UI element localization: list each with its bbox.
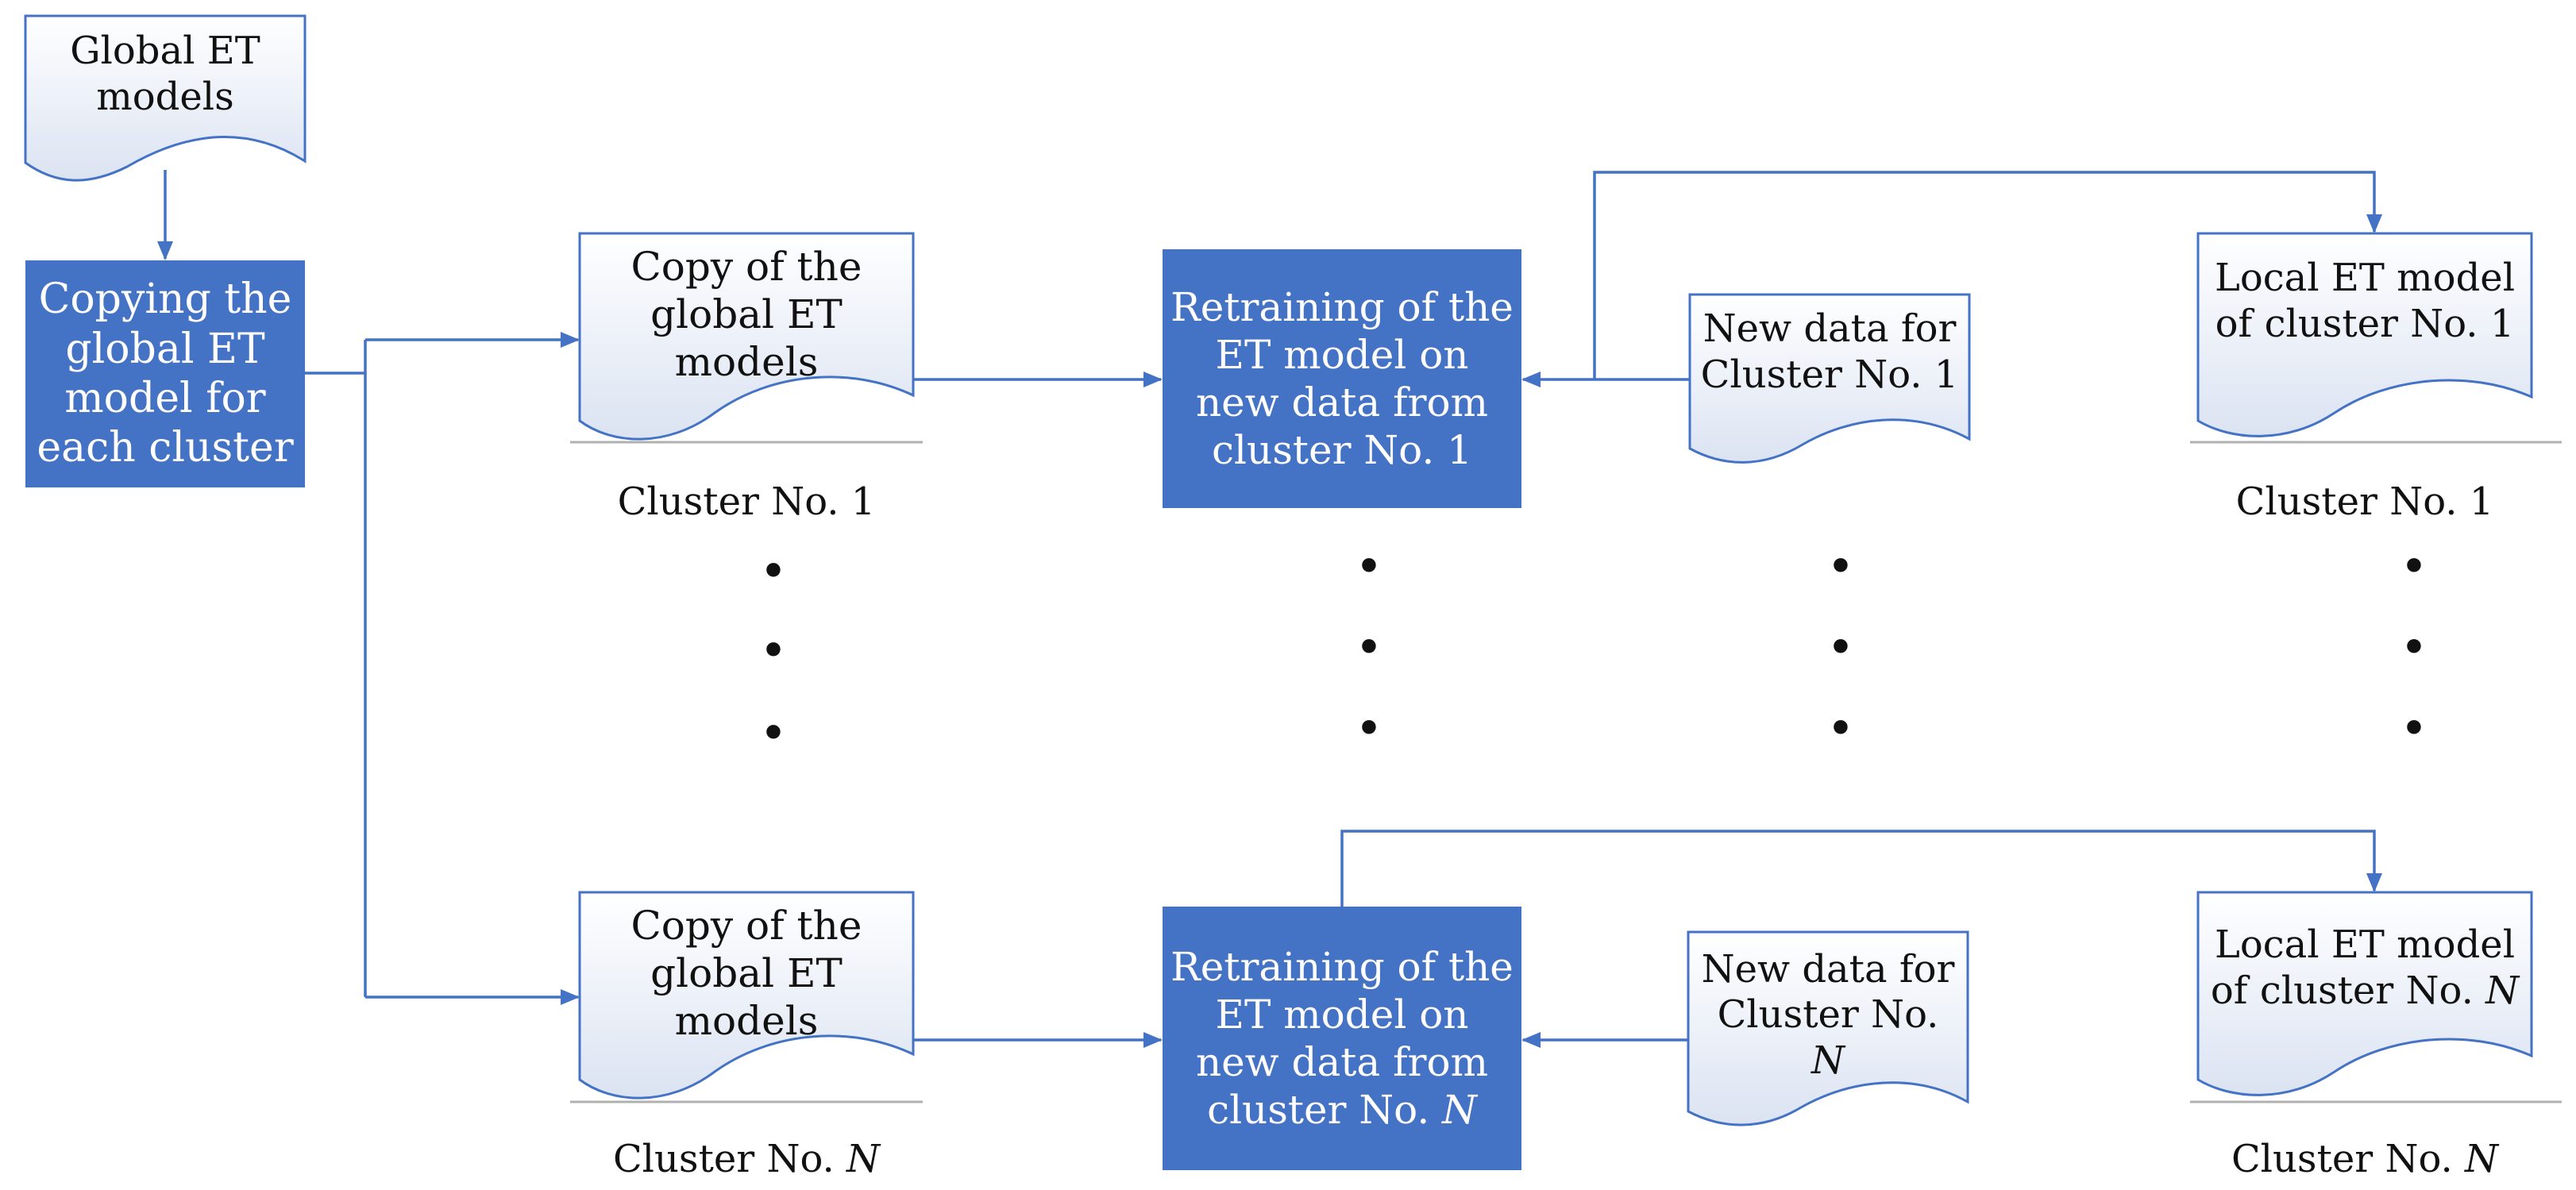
ellipsis-dot: • bbox=[759, 623, 788, 679]
ellipsis-column-newdata: • • • bbox=[1801, 539, 1880, 753]
retrain-n-label: Retraining of the ET model on new data f… bbox=[1163, 907, 1521, 1170]
ellipsis-dot: • bbox=[1355, 701, 1383, 757]
copy-doc-n-label: Copy of the global ET models bbox=[580, 894, 913, 1053]
retrain-1-line-2: ET model on bbox=[1215, 332, 1469, 378]
retrain-n-line-1: Retraining of the bbox=[1170, 944, 1514, 990]
retrain-1-label: Retraining of the ET model on new data f… bbox=[1163, 249, 1521, 508]
new-data-n-line-2: Cluster No. bbox=[1717, 992, 1939, 1038]
local-model-n-line-1: Local ET model bbox=[2214, 922, 2516, 968]
ellipsis-dot: • bbox=[1826, 620, 1855, 676]
new-data-1-shape bbox=[1688, 293, 1971, 464]
copy-process-line-2: global ET bbox=[65, 325, 265, 373]
copy-process-line-4: each cluster bbox=[37, 424, 294, 472]
ellipsis-column-local: • • • bbox=[2374, 539, 2454, 753]
caption-cluster-n-right-text: Cluster No. bbox=[2231, 1137, 2453, 1181]
arrow-retrain-1-to-local-1 bbox=[1593, 171, 2382, 379]
global-models-doc bbox=[24, 14, 307, 182]
local-model-n-label: Local ET model of cluster No. N bbox=[2198, 905, 2532, 1032]
ellipsis-dot: • bbox=[759, 706, 788, 761]
new-data-1-label: New data for Cluster No. 1 bbox=[1690, 297, 1969, 408]
new-data-n-line-1: New data for bbox=[1701, 946, 1955, 992]
caption-cluster-n-left-var: N bbox=[846, 1137, 881, 1181]
caption-cluster-1-right: Cluster No. 1 bbox=[2235, 479, 2494, 524]
copy-doc-1-line-1: Copy of the bbox=[631, 244, 862, 290]
retrain-n-line-2: ET model on bbox=[1215, 992, 1469, 1038]
copy-doc-1-label: Copy of the global ET models bbox=[580, 235, 913, 394]
retrain-n-var: N bbox=[1442, 1087, 1477, 1133]
copy-doc-n-line-1: Copy of the bbox=[631, 903, 862, 949]
local-model-1-line-2: of cluster No. 1 bbox=[2215, 302, 2515, 346]
copy-doc-n-line-2: global ET bbox=[650, 950, 843, 996]
ellipsis-dot: • bbox=[1355, 620, 1383, 676]
global-models-line-1: Global ET bbox=[70, 29, 260, 74]
local-model-1-label: Local ET model of cluster No. 1 bbox=[2198, 238, 2532, 365]
copy-doc-1-line-2: global ET bbox=[650, 291, 843, 337]
local-model-n-line-2: of cluster No. N bbox=[2211, 969, 2519, 1015]
copy-doc-1-shape bbox=[578, 232, 915, 441]
caption-cluster-n-right: Cluster No. N bbox=[2198, 1137, 2532, 1181]
local-model-n-line-2-text: of cluster No. bbox=[2210, 969, 2474, 1013]
retrain-1-line-3: new data from bbox=[1195, 379, 1489, 426]
ellipsis-dot: • bbox=[1826, 539, 1855, 595]
new-data-n-line-3: N bbox=[1811, 1038, 1845, 1083]
ellipsis-dot: • bbox=[2400, 539, 2428, 595]
retrain-n-line-4-text: cluster No. bbox=[1207, 1087, 1430, 1133]
local-model-1-line-1: Local ET model bbox=[2214, 256, 2516, 301]
retrain-1-box bbox=[1163, 249, 1521, 508]
new-data-n-label: New data for Cluster No. N bbox=[1688, 934, 1968, 1097]
caption-cluster-n-right-var: N bbox=[2465, 1137, 2499, 1181]
new-data-1-line-2: Cluster No. 1 bbox=[1700, 352, 1959, 397]
caption-cluster-1-left: Cluster No. 1 bbox=[617, 479, 876, 524]
caption-cluster-n-left: Cluster No. N bbox=[580, 1137, 913, 1181]
ellipsis-column-copy: • • • bbox=[734, 544, 813, 761]
new-data-n-shape bbox=[1687, 930, 1969, 1126]
arrow-retrain-n-to-local-n bbox=[1340, 830, 2382, 907]
copy-doc-1-line-3: models bbox=[674, 339, 819, 385]
retrain-n-box bbox=[1163, 907, 1521, 1170]
global-models-label: Global ET models bbox=[25, 22, 305, 127]
ellipsis-dot: • bbox=[759, 544, 788, 599]
ellipsis-dot: • bbox=[2400, 701, 2428, 757]
copy-process-line-1: Copying the bbox=[38, 275, 292, 324]
new-data-1-line-1: New data for bbox=[1703, 306, 1957, 352]
retrain-n-line-3: new data from bbox=[1195, 1039, 1489, 1085]
caption-cluster-n-left-text: Cluster No. bbox=[612, 1137, 835, 1181]
ellipsis-column-retrain: • • • bbox=[1329, 539, 1409, 753]
global-models-line-2: models bbox=[96, 75, 234, 119]
local-model-1-shape bbox=[2196, 232, 2533, 437]
retrain-n-line-4: cluster No. N bbox=[1207, 1086, 1477, 1134]
copy-process-label: Copying the global ET model for each clu… bbox=[25, 260, 305, 487]
copy-doc-n-line-3: models bbox=[674, 998, 819, 1044]
retrain-1-line-1: Retraining of the bbox=[1170, 284, 1514, 330]
retrain-1-line-4: cluster No. 1 bbox=[1212, 427, 1472, 473]
copy-process-box bbox=[25, 260, 305, 487]
local-model-n-var: N bbox=[2485, 969, 2520, 1013]
copy-doc-n-shape bbox=[578, 891, 915, 1099]
ellipsis-dot: • bbox=[1355, 539, 1383, 595]
local-model-n-shape bbox=[2196, 891, 2533, 1096]
copy-process-line-3: model for bbox=[64, 375, 266, 422]
ellipsis-dot: • bbox=[1826, 701, 1855, 757]
ellipsis-dot: • bbox=[2400, 620, 2428, 676]
